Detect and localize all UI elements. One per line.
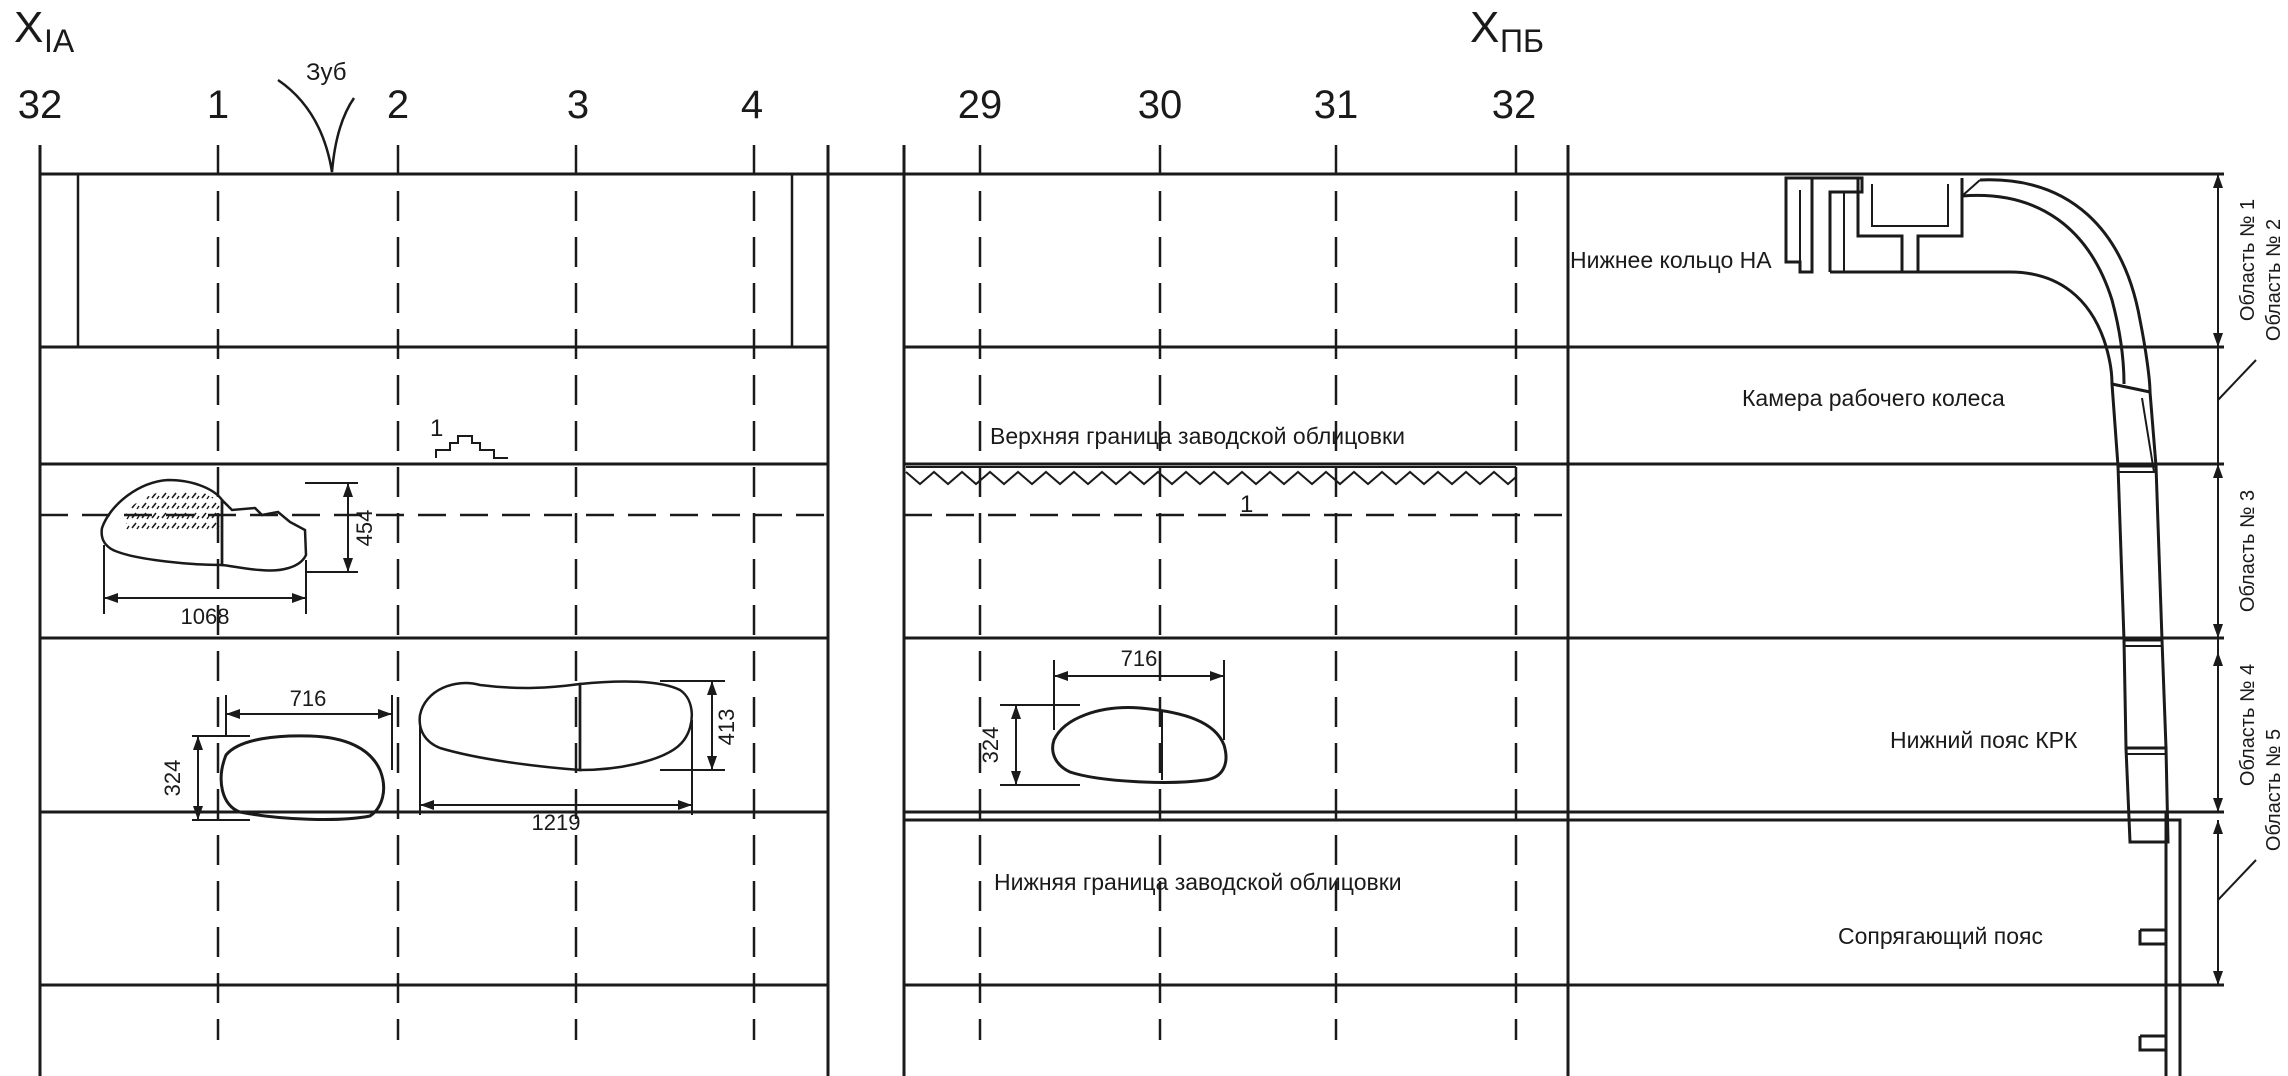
upper-border-label: Верхняя граница заводской облицовки <box>990 423 1405 449</box>
column-label: 31 <box>1314 83 1359 127</box>
chamber-wall-segment <box>2122 638 2168 750</box>
header-right-base: X <box>1470 3 1499 52</box>
region-5-leader <box>2217 859 2257 901</box>
column-label: 2 <box>387 83 409 127</box>
mating-belt-lug <box>2138 928 2166 946</box>
header-left: X IA <box>14 3 75 59</box>
chamber-outer-arc <box>1960 178 2126 385</box>
chamber-wall-segment <box>2116 464 2164 642</box>
defect-a: 1068 454 <box>100 478 377 629</box>
dim-324-right: 324 <box>978 727 1003 764</box>
wall-inner <box>2141 397 2155 473</box>
tooth-mark <box>277 78 356 173</box>
zone-mating-belt-label: Сопрягающий пояс <box>1838 923 2043 949</box>
dim-413: 413 <box>714 709 739 746</box>
defect-c-clean-part <box>418 681 582 772</box>
defect-1-small: 1 <box>430 415 508 459</box>
dim-324-left: 324 <box>160 760 185 797</box>
dim-1068: 1068 <box>181 604 230 629</box>
mating-belt-lug <box>2138 1034 2166 1052</box>
right-grid: 1 Верхняя граница заводской облицовки Ни… <box>828 145 1570 1076</box>
zone-ring-label: Нижнее кольцо НА <box>1570 247 1772 273</box>
column-label: 29 <box>958 83 1003 127</box>
column-label: 32 <box>18 83 63 127</box>
chamber-outer-arc-2 <box>1979 178 2152 393</box>
column-label: 1 <box>207 83 229 127</box>
chamber-inner-arc <box>1830 270 2114 385</box>
zone-chamber-label: Камера рабочего колеса <box>1742 385 2005 411</box>
defect-b-shape <box>219 734 386 821</box>
defect-d: 716 324 <box>978 646 1228 786</box>
tooth-label: Зуб <box>306 59 347 86</box>
lower-border-label: Нижняя граница заводской облицовки <box>994 869 1402 895</box>
column-labels-right: 29 30 31 32 <box>958 83 1537 127</box>
zone-lower-belt-label: Нижний пояс КРК <box>1890 727 2078 753</box>
left-grid <box>38 145 830 1076</box>
region-2-label: Область № 2 <box>2263 219 2285 341</box>
defect-c: 1219 413 <box>418 680 739 835</box>
region-2-leader <box>2217 359 2257 401</box>
region-5-label: Область № 5 <box>2263 729 2285 851</box>
header-right-sub: ПБ <box>1500 23 1544 59</box>
dim-454: 454 <box>352 510 377 547</box>
region-3-label: Область № 3 <box>2237 490 2259 612</box>
cross-section: Нижнее кольцо НА Камера рабочего колеса … <box>1568 172 2285 1076</box>
zigzag-defect <box>905 470 1517 486</box>
header-left-base: X <box>14 3 43 52</box>
dim-716-left: 716 <box>290 686 327 711</box>
defect-b: 716 324 <box>160 686 393 821</box>
defect-d-shape <box>1051 706 1228 784</box>
defect-1-outline <box>435 435 508 459</box>
chamber-link <box>1961 179 1981 197</box>
defect-c-damage <box>578 680 693 772</box>
defect-1-label: 1 <box>430 415 443 442</box>
mating-belt-outer <box>2156 818 2182 1076</box>
defect-a-damage <box>220 496 308 572</box>
column-labels-left: 32 1 2 3 4 <box>18 83 763 127</box>
dim-1219: 1219 <box>532 810 581 835</box>
ring-stiffener-inner <box>1871 184 1949 227</box>
column-label: 3 <box>567 83 589 127</box>
defect-1-band-label: 1 <box>1240 491 1253 518</box>
header-right: X ПБ <box>1470 3 1544 59</box>
tooth-marker: Зуб <box>277 59 356 173</box>
column-label: 30 <box>1138 83 1183 127</box>
column-label: 32 <box>1492 83 1537 127</box>
region-4-label: Область № 4 <box>2237 664 2259 786</box>
chamber-wall-segment <box>2110 382 2158 468</box>
region-1-label: Область № 1 <box>2237 199 2259 321</box>
column-label: 4 <box>741 83 763 127</box>
defect-a-erosion <box>126 489 222 530</box>
chamber-wall-segment <box>2124 746 2170 844</box>
ring-body-top <box>1812 176 1864 272</box>
dim-716-right: 716 <box>1121 646 1158 671</box>
header-left-sub: IA <box>44 23 75 59</box>
